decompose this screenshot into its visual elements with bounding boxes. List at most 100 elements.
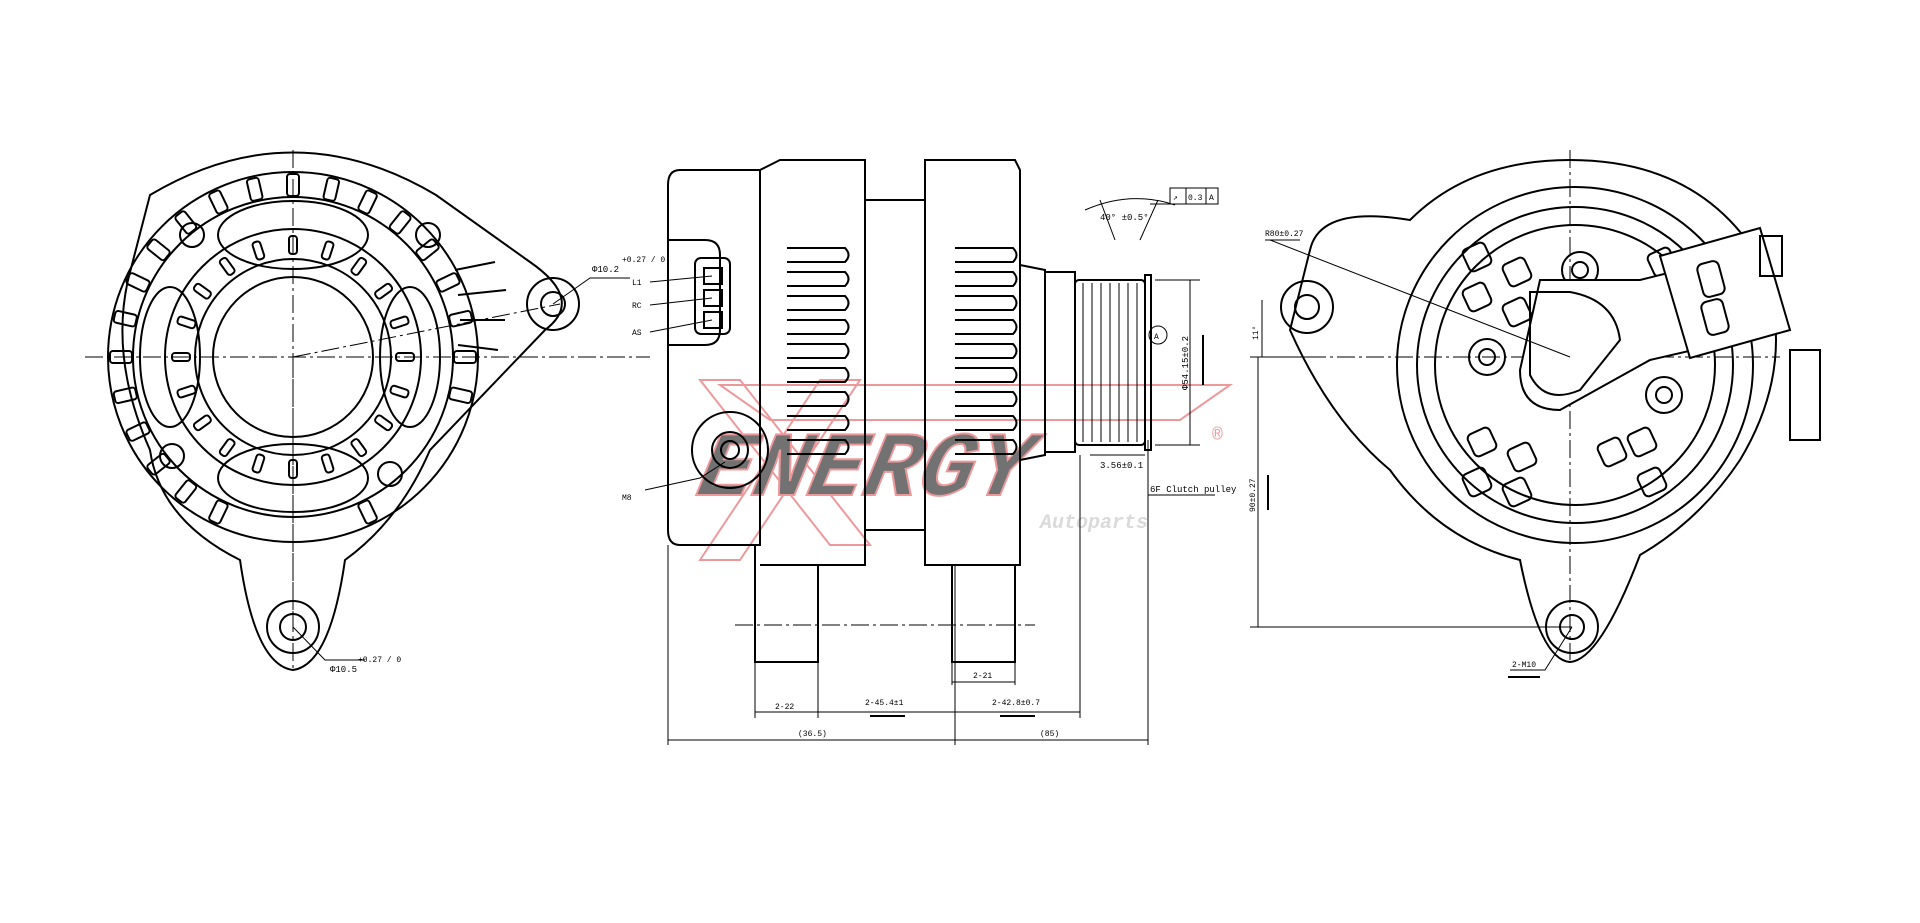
- fin: [955, 439, 1018, 455]
- inner-slot: [374, 282, 394, 300]
- rear-vent: [1501, 296, 1533, 328]
- rear-view: R80±0.27 11° 90±0.27 2-M10: [1249, 150, 1821, 678]
- terminal-as: AS: [632, 329, 642, 338]
- dim-36-5: (36.5): [798, 730, 827, 739]
- fin: [787, 343, 850, 359]
- rear-vent: [1636, 466, 1668, 498]
- inner-slot: [350, 256, 368, 276]
- fin: [955, 319, 1018, 335]
- rear-angle: 11°: [1252, 326, 1261, 340]
- vent-slot: [174, 210, 198, 235]
- runout-value: 0.3: [1188, 194, 1203, 203]
- fin: [955, 271, 1018, 287]
- fin: [955, 343, 1018, 359]
- rear-bolts: [1468, 251, 1683, 414]
- vent-slot: [109, 350, 133, 364]
- rear-vent: [1626, 426, 1658, 458]
- vent-slot: [286, 173, 300, 197]
- vent-slot: [208, 499, 229, 525]
- vent-slots: [109, 173, 477, 525]
- vent-slot: [146, 238, 171, 262]
- front-view: Φ10.2 +0.27 / 0 Φ10.5 +0.27 / 0: [85, 150, 665, 675]
- fin: [787, 295, 850, 311]
- fin: [955, 247, 1018, 263]
- brand-watermark: ENERGY Autoparts ®: [688, 379, 1234, 561]
- rear-radius: R80±0.27: [1265, 230, 1304, 239]
- clutch-pulley: [1074, 279, 1146, 446]
- inner-slot: [176, 384, 197, 399]
- rear-height: 90±0.27: [1249, 478, 1258, 512]
- pulley-note: 6F Clutch pulley: [1150, 485, 1237, 495]
- side-dimensions: 2-22 2-45.4±1 2-21 2-42.8±0.7 (36.5) (85…: [667, 455, 1149, 745]
- inner-slot: [192, 282, 212, 300]
- inner-slot: [374, 414, 394, 432]
- inner-slots: [171, 235, 415, 479]
- vent-slot: [112, 309, 138, 328]
- vent-slot: [357, 499, 378, 525]
- vent-slot: [174, 479, 198, 504]
- vent-slot: [448, 386, 474, 405]
- rear-vent: [1501, 476, 1533, 508]
- terminal-l1: L1: [632, 279, 642, 288]
- fin: [955, 367, 1018, 383]
- runout-symbol: ↗: [1173, 194, 1178, 203]
- cooling-fins-right: [955, 247, 1018, 455]
- vent-slot: [208, 189, 229, 215]
- dim-2-42-8: 2-42.8±0.7: [992, 699, 1040, 708]
- rear-vent: [1461, 281, 1493, 313]
- inner-slot: [288, 459, 298, 479]
- dim-2-22: 2-22: [775, 703, 794, 712]
- rear-vent: [1466, 426, 1498, 458]
- inner-slot: [218, 438, 236, 458]
- fin: [787, 319, 850, 335]
- terminal-rc: RC: [632, 302, 642, 311]
- vent-slot: [146, 452, 171, 476]
- rear-vent: [1461, 466, 1493, 498]
- vent-slot: [357, 189, 378, 215]
- inner-slot: [350, 438, 368, 458]
- inner-slot: [218, 256, 236, 276]
- rear-vent: [1596, 436, 1628, 468]
- rear-vents: [1461, 241, 1678, 508]
- vent-slot: [322, 176, 341, 202]
- side-view: 40° ±0.5° ↗ 0.3 A A Φ54.15±0.2 3.56±0.1 …: [622, 159, 1237, 745]
- fin: [787, 415, 850, 431]
- inner-slot: [389, 384, 410, 399]
- fin: [955, 295, 1018, 311]
- inner-slot: [320, 453, 335, 474]
- bottom-hole-dia: Φ10.5: [330, 665, 357, 675]
- fin: [787, 439, 850, 455]
- vent-slot: [125, 272, 151, 293]
- fin: [955, 415, 1018, 431]
- datum-label: A: [1209, 194, 1214, 203]
- rear-thread: 2-M10: [1512, 661, 1536, 670]
- inner-slot: [395, 352, 415, 362]
- rear-vent: [1506, 441, 1538, 473]
- vent-slot: [125, 421, 151, 442]
- top-hole-dia: Φ10.2: [592, 265, 619, 275]
- datum-a: A: [1154, 333, 1159, 342]
- inner-slot: [389, 315, 410, 330]
- fin: [955, 391, 1018, 407]
- inner-slot: [251, 453, 266, 474]
- pulley-diameter: Φ54.15±0.2: [1181, 336, 1191, 390]
- vent-slot: [388, 210, 412, 235]
- vent-slot: [245, 176, 264, 202]
- dim-85: (85): [1040, 730, 1059, 739]
- bottom-hole-tol: +0.27 / 0: [358, 656, 401, 665]
- terminal-m8: M8: [622, 494, 632, 503]
- brand-sub: Autoparts: [1038, 512, 1148, 535]
- rear-vent: [1461, 241, 1493, 273]
- groove-angle: 40° ±0.5°: [1100, 213, 1149, 223]
- fin: [787, 367, 850, 383]
- vent-slot: [112, 386, 138, 405]
- inner-slot: [320, 240, 335, 261]
- inner-slot: [251, 240, 266, 261]
- fin: [787, 247, 850, 263]
- fin: [787, 391, 850, 407]
- cooling-fins-left: [787, 247, 850, 455]
- inner-slot: [176, 315, 197, 330]
- registered-mark: ®: [1212, 426, 1223, 446]
- vent-slot: [448, 309, 474, 328]
